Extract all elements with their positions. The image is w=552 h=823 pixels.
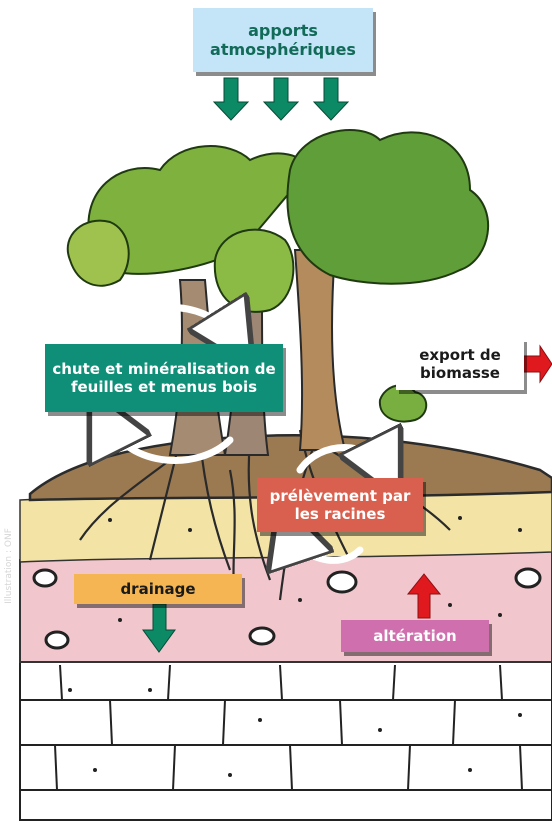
apports-text: apports atmosphériques: [210, 20, 356, 59]
apports-arrows: [212, 77, 350, 121]
tree-foliage: [66, 129, 489, 423]
alteration-text: altération: [373, 627, 457, 645]
drainage-arrow: [142, 603, 176, 653]
side-credit: Illustration : ONF: [4, 528, 14, 604]
export-biomasse-label: export de biomasse: [396, 338, 524, 390]
apports-atmospheriques-label: apports atmosphériques: [193, 8, 373, 72]
bedrock-layer: [19, 659, 552, 821]
chute-text: chute et minéralisation de feuilles et m…: [52, 360, 276, 396]
chute-mineralisation-label: chute et minéralisation de feuilles et m…: [45, 344, 283, 412]
alteration-arrow: [406, 573, 442, 619]
drainage-label: drainage: [74, 574, 242, 604]
export-text: export de biomasse: [419, 346, 501, 382]
prelevement-racines-label: prélèvement par les racines: [257, 478, 423, 532]
chute-cycle-arrows: [105, 307, 235, 460]
prelevement-text: prélèvement par les racines: [269, 487, 411, 523]
export-arrow: [521, 344, 552, 384]
drainage-text: drainage: [120, 580, 196, 598]
alteration-label: altération: [341, 620, 489, 652]
prelevement-cycle-arrows: [290, 448, 385, 561]
